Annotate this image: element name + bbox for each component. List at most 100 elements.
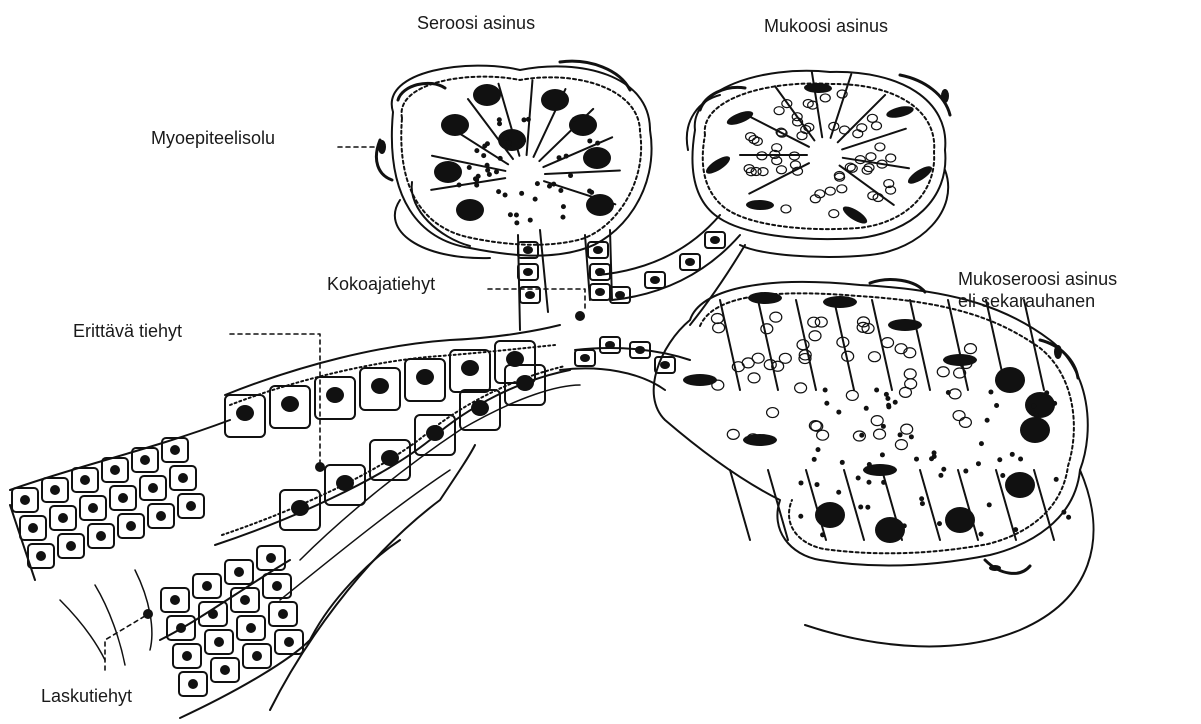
secretory-granule [820, 532, 825, 537]
striated-nucleus [416, 369, 434, 385]
secretory-granule [987, 502, 992, 507]
leader-lines [105, 147, 585, 670]
duct-nucleus [523, 246, 533, 254]
secretory-granule [547, 184, 552, 189]
striated-nucleus [506, 351, 524, 367]
mucin-vacuole [864, 164, 874, 172]
secretory-granule [1031, 404, 1036, 409]
serous-demilune-nucleus [945, 507, 975, 533]
secretory-granule [496, 189, 501, 194]
cell-boundary [545, 171, 620, 175]
leader-dot-excretory [143, 609, 153, 619]
serous-demilune-nucleus [1005, 472, 1035, 498]
secretory-granule [946, 390, 951, 395]
striated-nucleus [426, 425, 444, 441]
epithelial-nucleus [182, 651, 192, 661]
mucin-vacuole [752, 137, 762, 145]
epithelial-nucleus [208, 609, 218, 619]
mucin-vacuole [820, 94, 830, 102]
label-seromucous-line2: eli sekarauhanen [958, 290, 1117, 312]
flattened-nucleus [885, 104, 915, 120]
epithelial-nucleus [148, 483, 158, 493]
mucin-vacuole [797, 340, 809, 350]
striated-nucleus [381, 450, 399, 466]
secretory-granule [865, 505, 870, 510]
serous-acinus [376, 61, 651, 258]
mucin-vacuole [840, 126, 850, 134]
striated-nucleus [471, 400, 489, 416]
epithelial-nucleus [272, 581, 282, 591]
duct-nucleus [593, 246, 603, 254]
secretory-granule [485, 163, 490, 168]
epithelial-nucleus [58, 513, 68, 523]
epithelial-nucleus [220, 665, 230, 675]
cell-boundary [910, 300, 930, 390]
epithelial-nucleus [176, 623, 186, 633]
mucin-vacuole [825, 187, 835, 195]
secretory-granule [893, 400, 898, 405]
epithelial-nucleus [266, 553, 276, 563]
duct-nucleus [595, 268, 605, 276]
secretory-granule [522, 117, 527, 122]
duct-nucleus [650, 276, 660, 284]
secretory-granule [1018, 457, 1023, 462]
epithelial-nucleus [80, 475, 90, 485]
seromucous-acinus [654, 280, 1094, 647]
secretory-granule [979, 441, 984, 446]
serous-demilune-nucleus [1020, 417, 1050, 443]
epithelial-nucleus [234, 567, 244, 577]
secretory-granule [963, 469, 968, 474]
mucin-vacuole [758, 168, 768, 176]
secretory-granule [937, 521, 942, 526]
epithelial-nucleus [88, 503, 98, 513]
mucin-vacuole [748, 373, 760, 383]
secretory-granule [814, 482, 819, 487]
epithelial-nucleus [20, 495, 30, 505]
secretory-granule [494, 169, 499, 174]
mucin-vacuole [895, 440, 907, 450]
mucin-vacuole [904, 369, 916, 379]
striated-nucleus [291, 500, 309, 516]
secretory-granule [1044, 390, 1049, 395]
label-seromucous-acinus: Mukoseroosi asinus eli sekarauhanen [958, 268, 1117, 312]
secretory-granule [985, 418, 990, 423]
cell-boundary [796, 300, 816, 390]
secretory-granule [932, 454, 937, 459]
secretory-granule [572, 117, 577, 122]
secretory-granule [941, 467, 946, 472]
mucin-vacuole [875, 143, 885, 151]
secretory-granule [481, 153, 486, 158]
mucin-vacuole [795, 383, 807, 393]
serous-nucleus [434, 161, 462, 183]
secretory-granule [886, 403, 891, 408]
mucin-vacuole [905, 379, 917, 389]
secretory-granule [938, 473, 943, 478]
epithelial-nucleus [118, 493, 128, 503]
secretory-granule [867, 462, 872, 467]
duct-nucleus [635, 346, 645, 354]
mucin-vacuole [846, 390, 858, 400]
duct-nucleus [660, 361, 670, 369]
secretory-granule [1066, 515, 1071, 520]
mucin-vacuole [901, 424, 913, 434]
serous-demilune-nucleus [995, 367, 1025, 393]
secretory-granule [902, 523, 907, 528]
mucin-vacuole [867, 114, 877, 122]
cell-boundary [948, 300, 968, 390]
secretory-granule [858, 505, 863, 510]
serous-demilune-nucleus [1025, 392, 1055, 418]
mucin-vacuole [937, 367, 949, 377]
secretory-granule [514, 212, 519, 217]
secretory-granule [866, 480, 871, 485]
epithelial-nucleus [278, 609, 288, 619]
mucin-vacuole [767, 408, 779, 418]
secretory-granule [1010, 452, 1015, 457]
serous-nucleus [456, 199, 484, 221]
serous-nucleus [473, 84, 501, 106]
serous-demilune-nucleus [815, 502, 845, 528]
secretory-granule [485, 141, 490, 146]
epithelial-nucleus [36, 551, 46, 561]
cell-boundary [834, 300, 854, 390]
flattened-nucleus [746, 200, 774, 210]
mucin-vacuole [770, 312, 782, 322]
